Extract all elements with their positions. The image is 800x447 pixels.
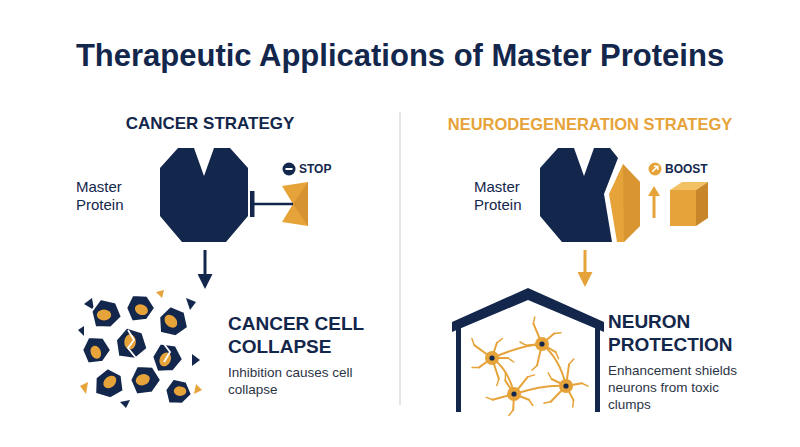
neuron-link [492,344,542,358]
neuron-dendrite [544,402,551,403]
connector [584,250,587,284]
neuron-dendrite [532,365,537,370]
outcome-heading: NEURON PROTECTION [608,310,758,356]
neuron-dendrite [569,359,574,364]
cell-fragment [84,298,94,310]
cell-nucleus [173,386,186,396]
docked-enhancer [609,164,640,242]
stop-icon-minus [286,168,293,170]
inhibitor: STOP [282,160,334,226]
shield-wall [456,328,461,412]
master-protein: Master Protein [160,146,248,242]
outcome-body: Inhibition causes cell collapse [228,364,358,398]
cell-nucleus [124,334,136,350]
connector [204,250,207,286]
neuron-nucleus [489,355,494,360]
inhibitor-shape [282,182,308,226]
neuron-body [559,379,573,393]
cancer-cell [165,379,192,404]
protein-label: Master Protein [474,178,536,214]
neuron-dendrite [520,342,526,345]
neuron-link [542,344,566,386]
cell-fragment [192,354,200,366]
enhancer-cube-front [670,190,696,226]
neuron-dendrite [556,352,559,358]
master-protein-outline [540,146,640,242]
cell-fragment [194,384,202,394]
neuron-body [507,387,521,401]
neuron-dendrite [472,367,479,369]
cell-nucleus [89,344,103,360]
stop-label: STOP [299,162,331,176]
protected-neurons: NEURON PROTECTION Enhancement shields neu… [452,288,762,418]
neuron-dendrite [548,373,551,379]
cancer-cell [159,306,188,336]
docked-enhancer-shade [623,164,640,242]
cancer-cell [152,344,183,372]
diagram-title: Therapeutic Applications of Master Prote… [0,38,800,74]
neuron-dendrite [472,339,474,346]
cancer-cell [95,368,123,398]
master-protein-shape [540,148,618,242]
neuron-dendrite [582,383,588,386]
cell-fragment [80,382,88,394]
outcome-body: Enhancement shields neurons from toxic c… [608,362,748,413]
cancer-cell [92,299,122,328]
neuron-dendrite [572,400,574,407]
stop-icon [283,163,296,176]
neuron-dendrite [533,317,534,324]
cell-nucleus [97,310,111,321]
neuron-nucleus [511,391,516,396]
shield-wall [595,328,600,412]
cancer-cell [130,366,161,394]
boost-icon [649,163,662,176]
boost-up-arrow-head [648,186,660,196]
neuron-dendrite [509,410,513,416]
master-protein: Master Protein [540,146,640,242]
protein-label: Master Protein [76,178,148,214]
cell-fragment [156,290,164,298]
section-divider [399,112,401,405]
cell-nucleus [162,312,180,330]
neuron-body [485,351,499,365]
master-protein-outline [160,146,248,242]
shield-roof [452,288,604,332]
cell-nucleus [101,373,119,391]
neuron-dendrite [554,332,561,334]
enhancer: BOOST [648,160,718,226]
inhibitor-shade [293,182,308,226]
cell-crack [128,330,136,358]
section-heading: NEURODEGENERATION STRATEGY [420,114,760,134]
cancer-cells: CANCER CELL COLLAPSEInhibition causes ce… [78,290,368,412]
enhancer-cube-side [696,182,708,226]
neuron-dendrite [508,358,514,362]
cancer-cell [116,328,147,359]
cell-nucleus [133,302,149,317]
boost-up-arrow-shaft [653,194,656,218]
boost-label: BOOST [665,162,708,176]
connector [252,203,293,206]
neuron-dendrite [497,339,503,343]
cancer-cell [82,337,111,364]
neuron-body [535,337,549,351]
neuron-nucleus [539,341,544,346]
cell-crack [164,344,170,362]
master-protein-shape [160,148,248,242]
cancer-cell [126,295,155,322]
neuron-nucleus [563,383,568,388]
neuron-dendrite [486,397,493,399]
cell-fragment [78,326,84,336]
cell-fragment [120,400,130,408]
section-heading: CANCER STRATEGY [80,114,340,134]
boost-icon-arrow [652,166,658,172]
neuron-dendrite [497,379,499,386]
cell-nucleus [134,372,151,387]
outcome-heading: CANCER CELL COLLAPSE [228,312,378,358]
neuron-dendrite [528,375,535,377]
neuron-dendrite [505,374,507,381]
cell-fragment [186,298,196,310]
neuron-dendrite [529,400,533,406]
